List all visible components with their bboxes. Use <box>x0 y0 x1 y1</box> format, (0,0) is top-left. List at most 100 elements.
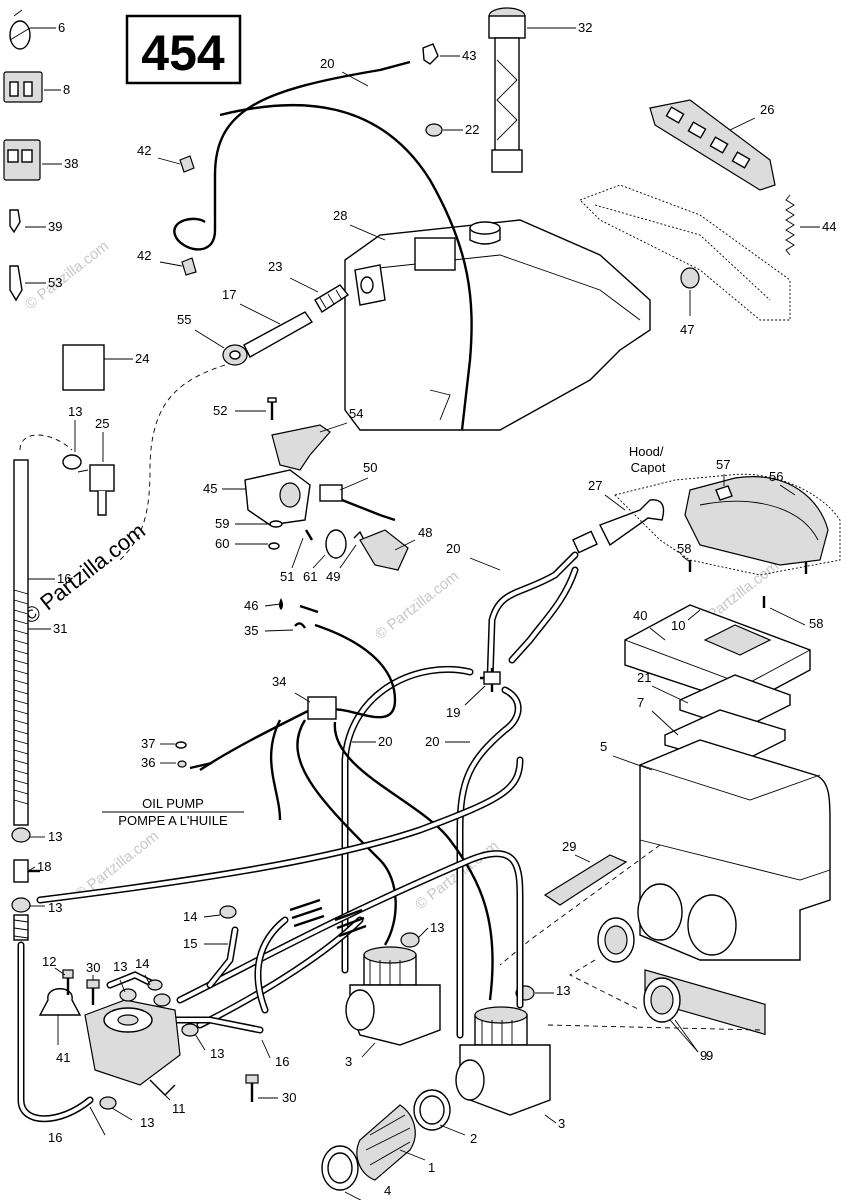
callout-13: 13 <box>430 920 444 935</box>
callout-leader <box>344 1191 362 1200</box>
diagram-number-box: 454 <box>125 14 242 85</box>
boot-1 <box>356 1104 416 1181</box>
callout-3: 3 <box>345 1054 352 1069</box>
callout-13: 13 <box>48 900 62 915</box>
callout-30: 30 <box>282 1090 296 1105</box>
callout-20: 20 <box>378 734 392 749</box>
oil-pump-hoses <box>36 756 524 1034</box>
clip-35 <box>294 622 307 629</box>
callout-47: 47 <box>680 322 694 337</box>
callout-59: 59 <box>215 516 229 531</box>
adapter-9-right <box>643 977 681 1023</box>
carburetor-3-right <box>455 1006 551 1116</box>
switch-50 <box>319 484 396 522</box>
callout-19: 19 <box>446 705 460 720</box>
dashed-route-adapter <box>569 959 641 1011</box>
callout-40: 40 <box>633 608 647 623</box>
callout-48: 48 <box>418 525 432 540</box>
callout-13: 13 <box>113 959 127 974</box>
callout-leader <box>361 1042 376 1058</box>
callout-56: 56 <box>769 469 783 484</box>
knob-61 <box>325 529 347 559</box>
callout-leader <box>54 967 66 976</box>
strap-29 <box>543 854 628 906</box>
fuel-valve-25 <box>77 464 115 516</box>
hose-33-left <box>13 914 29 941</box>
callout-leader <box>729 117 756 131</box>
callout-28: 28 <box>333 208 347 223</box>
callout-leader <box>681 555 691 563</box>
callout-24: 24 <box>135 351 149 366</box>
callout-21: 21 <box>637 670 651 685</box>
callout-60: 60 <box>215 536 229 551</box>
clamp-14-pump <box>147 979 163 991</box>
callout-leader <box>312 554 326 569</box>
callout-13: 13 <box>140 1115 154 1130</box>
callout-46: 46 <box>244 598 258 613</box>
clamp-13-tee-top <box>11 827 31 843</box>
callout-leader <box>239 303 281 325</box>
callout-20: 20 <box>320 56 334 71</box>
callout-34: 34 <box>272 674 286 689</box>
callout-leader <box>289 277 319 293</box>
callout-14: 14 <box>183 909 197 924</box>
callout-leader <box>319 422 348 433</box>
callout-27: 27 <box>588 478 602 493</box>
emblem-57 <box>715 485 733 501</box>
connector-38 <box>3 139 41 181</box>
screw-36 <box>177 760 213 770</box>
callout-leader <box>574 854 591 863</box>
callout-leader <box>194 1033 206 1051</box>
callout-leader <box>651 685 689 704</box>
callout-29: 29 <box>562 839 576 854</box>
callout-15: 15 <box>183 936 197 951</box>
clip-42-top <box>179 155 195 173</box>
callout-36: 36 <box>141 755 155 770</box>
callout-leader <box>674 1019 699 1053</box>
callout-30: 30 <box>86 960 100 975</box>
screw-30-bottom <box>245 1074 259 1102</box>
callout-leader <box>687 609 701 621</box>
callout-11: 11 <box>172 1101 186 1116</box>
spring-44 <box>785 194 795 256</box>
spring-33-b <box>334 908 367 938</box>
callout-32: 32 <box>578 20 592 35</box>
clamp-13-pump-a <box>119 988 137 1002</box>
connector-8 <box>3 71 43 103</box>
drop-46 <box>279 598 319 614</box>
label-10 <box>703 624 772 656</box>
terminal-39 <box>9 209 21 234</box>
callout-2: 2 <box>470 1131 477 1146</box>
callout-3: 3 <box>558 1116 565 1131</box>
callout-leader <box>157 1087 171 1101</box>
dashed-route-carb <box>547 1024 761 1031</box>
callout-38: 38 <box>64 156 78 171</box>
callout-57: 57 <box>716 457 730 472</box>
clamp-13-valve <box>62 454 82 470</box>
callout-5: 5 <box>600 739 607 754</box>
spring-51 <box>304 529 314 541</box>
oil-pump-body <box>84 999 181 1096</box>
hood-label: Hood/ Capot <box>629 444 667 475</box>
callout-leader <box>349 224 386 241</box>
spring-33-a <box>289 898 325 928</box>
callout-leader <box>341 71 369 87</box>
clip-37 <box>175 741 187 749</box>
watermark-7: © Partzilla.com <box>22 238 112 314</box>
callout-55: 55 <box>177 312 191 327</box>
clamp-13-tee-bottom <box>11 897 31 913</box>
callout-7: 7 <box>637 695 644 710</box>
callout-leader <box>769 607 806 626</box>
callout-25: 25 <box>95 416 109 431</box>
callout-leader <box>417 927 429 939</box>
callout-45: 45 <box>203 481 217 496</box>
callout-leader <box>464 685 486 706</box>
hood-dotted <box>614 473 841 576</box>
fitting-43 <box>422 43 439 65</box>
frame-outline <box>579 184 791 321</box>
vent-hose-20-top <box>173 60 473 431</box>
callout-leader <box>111 1107 133 1121</box>
screw-30-top <box>86 979 100 1005</box>
callout-leader <box>669 1019 699 1053</box>
